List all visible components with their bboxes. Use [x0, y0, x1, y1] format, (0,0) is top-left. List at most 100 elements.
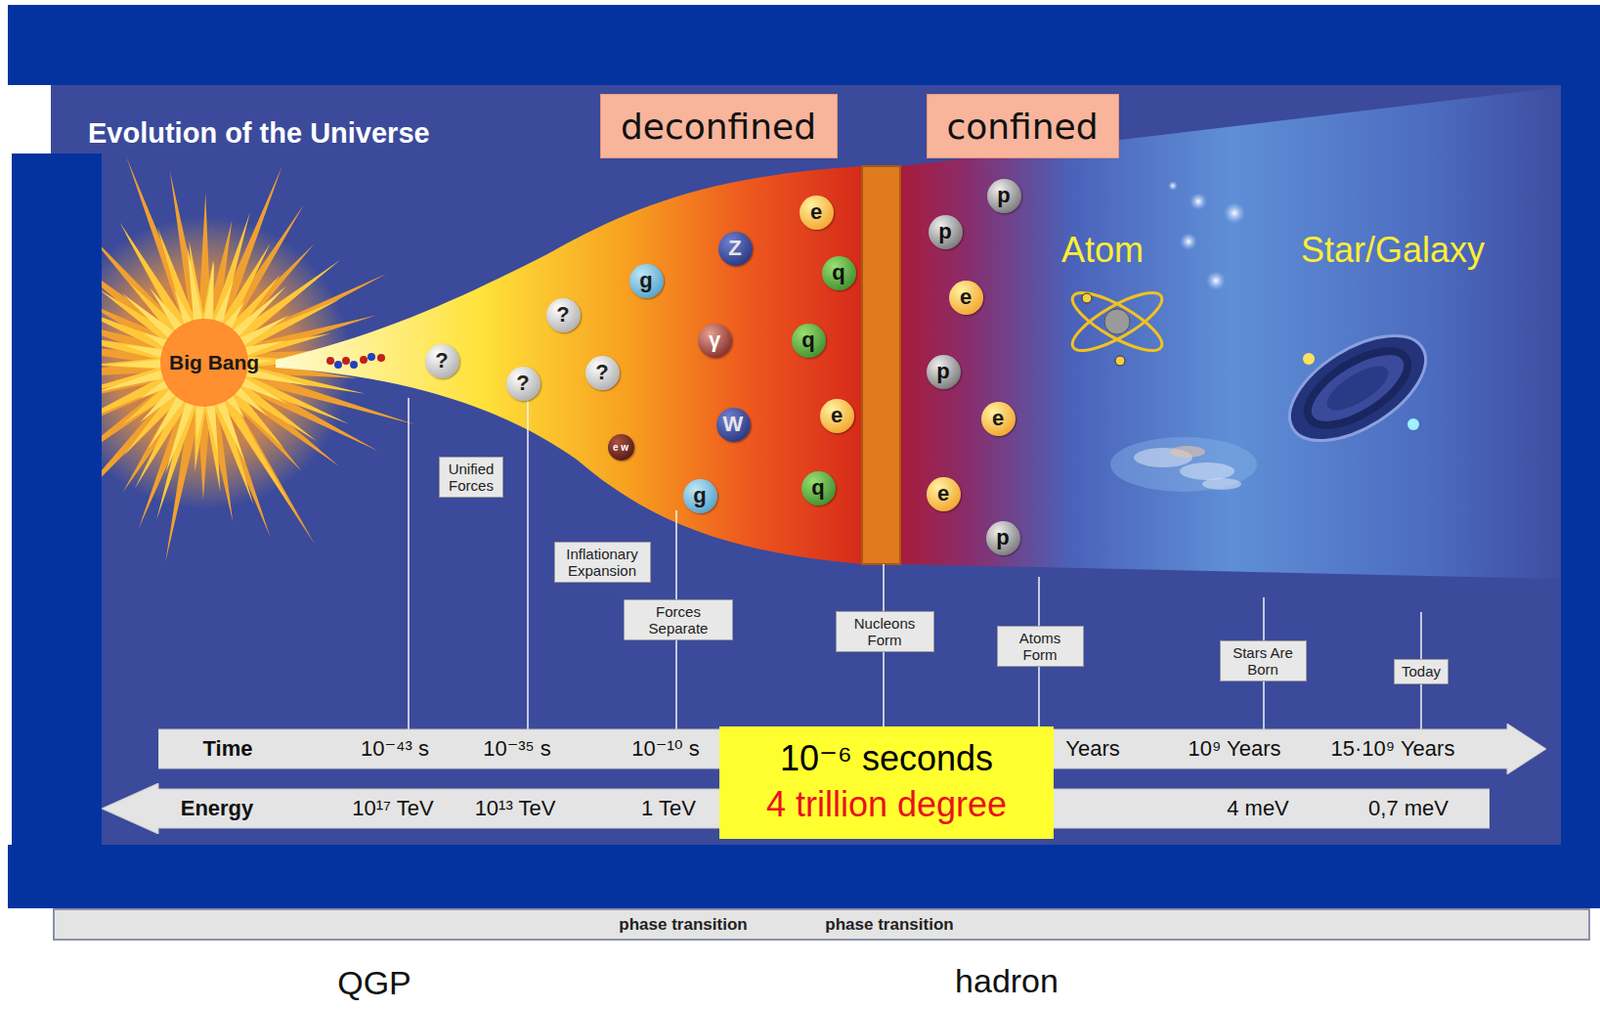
particle-ball: W [716, 407, 751, 442]
particle-symbol: W [723, 411, 744, 437]
event-box: Atoms Form [996, 625, 1084, 668]
particle-ball: q [821, 256, 857, 291]
particle-symbol: ? [516, 370, 529, 396]
particle-symbol: p [996, 182, 1010, 209]
diagram-title: Evolution of the Universe [87, 117, 431, 150]
top-band [7, 4, 1600, 86]
axis-value: 10⁻¹⁰ s [631, 735, 699, 762]
phase-tag-text: deconfined [620, 106, 817, 147]
particle-ball: g [629, 263, 664, 299]
phase-tag: deconfined [600, 93, 838, 159]
galaxy-cluster [1110, 436, 1257, 492]
particle-symbol: Z [728, 235, 741, 261]
particle-symbol: p [938, 218, 952, 245]
phase-tag: confined [926, 93, 1120, 159]
particle-ball: ? [546, 298, 581, 333]
event-text: Stars Are Born [1225, 644, 1301, 679]
particle-ball: Z [718, 231, 753, 266]
event-box: Unified Forces [438, 456, 504, 499]
transition-text: phase transition [618, 914, 747, 935]
particle-symbol: e [992, 405, 1004, 432]
particle-symbol: e w [612, 441, 629, 453]
particle-ball: γ [697, 323, 733, 358]
particle-symbol: q [801, 327, 815, 353]
particle-ball: q [801, 471, 836, 506]
stars [1167, 180, 1246, 291]
axis-value: 10⁻⁴³ s [360, 735, 430, 762]
particle-ball: g [683, 478, 718, 514]
big-bang-label: Big Bang [169, 350, 260, 375]
event-text: Today [1399, 662, 1443, 680]
phase-name: hadron [954, 961, 1059, 1000]
right-strip [1560, 85, 1600, 909]
left-block [11, 153, 102, 845]
phase-tag-text: confined [946, 106, 1098, 147]
atom-icon [1065, 282, 1169, 366]
particle-ball: q [791, 323, 826, 358]
highlight-time: 10⁻⁶ seconds [779, 735, 994, 782]
event-text: Forces Separate [629, 603, 728, 638]
particle-symbol: q [811, 475, 824, 501]
particle-symbol: p [995, 524, 1009, 551]
particle-symbol: e [937, 480, 950, 507]
particle-symbol: e [810, 199, 822, 225]
cooling-region [900, 86, 1561, 579]
time-leader-lines [408, 397, 1422, 730]
particle-ball: e [981, 401, 1016, 436]
axis-value: 10⁻³⁵ s [482, 735, 552, 762]
highlight-temperature: 4 trillion degree [766, 781, 1007, 828]
particle-chain [326, 352, 386, 369]
event-box: Nucleons Form [835, 610, 935, 653]
axis-value: 4 meV [1226, 795, 1290, 822]
particle-ball: ? [425, 344, 460, 379]
axis-value: 10¹³ TeV [475, 795, 557, 822]
particle-ball: e w [607, 433, 635, 461]
axis-value: Years [1065, 735, 1120, 762]
particle-symbol: ? [434, 347, 448, 374]
particle-ball: e [820, 398, 855, 433]
particle-ball: e [799, 195, 834, 230]
era-label: Star/Galaxy [1300, 229, 1485, 271]
transition-text: phase transition [824, 914, 953, 935]
axis-value: 10⁹ Years [1187, 735, 1281, 762]
event-box: Today [1393, 658, 1449, 684]
particle-ball: p [987, 178, 1022, 214]
event-box: Stars Are Born [1219, 640, 1307, 683]
particle-symbol: γ [708, 327, 721, 353]
panel-ground [50, 85, 1561, 845]
particle-ball: ? [506, 366, 541, 401]
particle-ball: ? [585, 355, 620, 390]
expansion-funnel [275, 166, 863, 564]
particle-ball: p [986, 520, 1021, 556]
bottom-band [7, 844, 1600, 909]
phase-name: QGP [337, 963, 412, 1002]
particle-symbol: q [831, 259, 845, 286]
particle-symbol: e [830, 402, 843, 429]
event-text: Inflationary Expansion [560, 545, 646, 580]
particle-symbol: g [639, 267, 652, 294]
transition-strip [862, 166, 901, 564]
event-text: Unified Forces [444, 460, 498, 495]
axis-name: Time [203, 735, 254, 762]
particle-symbol: e [959, 284, 972, 310]
axis-value: 0,7 meV [1368, 795, 1449, 822]
particle-ball: e [949, 280, 984, 315]
particle-symbol: g [692, 482, 706, 509]
galaxy-icon [1272, 314, 1444, 463]
particle-ball: p [928, 215, 963, 250]
era-label: Atom [1061, 229, 1144, 271]
particle-symbol: p [936, 358, 950, 385]
highlight-box: 10⁻⁶ seconds4 trillion degree [719, 726, 1054, 839]
event-text: Atoms Form [1002, 629, 1079, 664]
transition-band: phase transition phase transition [52, 908, 1591, 941]
particle-symbol: ? [556, 302, 569, 328]
particle-ball: e [926, 476, 961, 512]
axis-name: Energy [180, 795, 255, 822]
event-box: Forces Separate [623, 599, 734, 642]
axis-value: 10¹⁷ TeV [351, 795, 433, 822]
axis-value: 1 TeV [641, 795, 696, 822]
particle-ball: p [926, 354, 961, 390]
axis-value: 15·10⁹ Years [1331, 735, 1456, 762]
event-box: Inflationary Expansion [554, 541, 651, 584]
event-text: Nucleons Form [841, 614, 929, 649]
